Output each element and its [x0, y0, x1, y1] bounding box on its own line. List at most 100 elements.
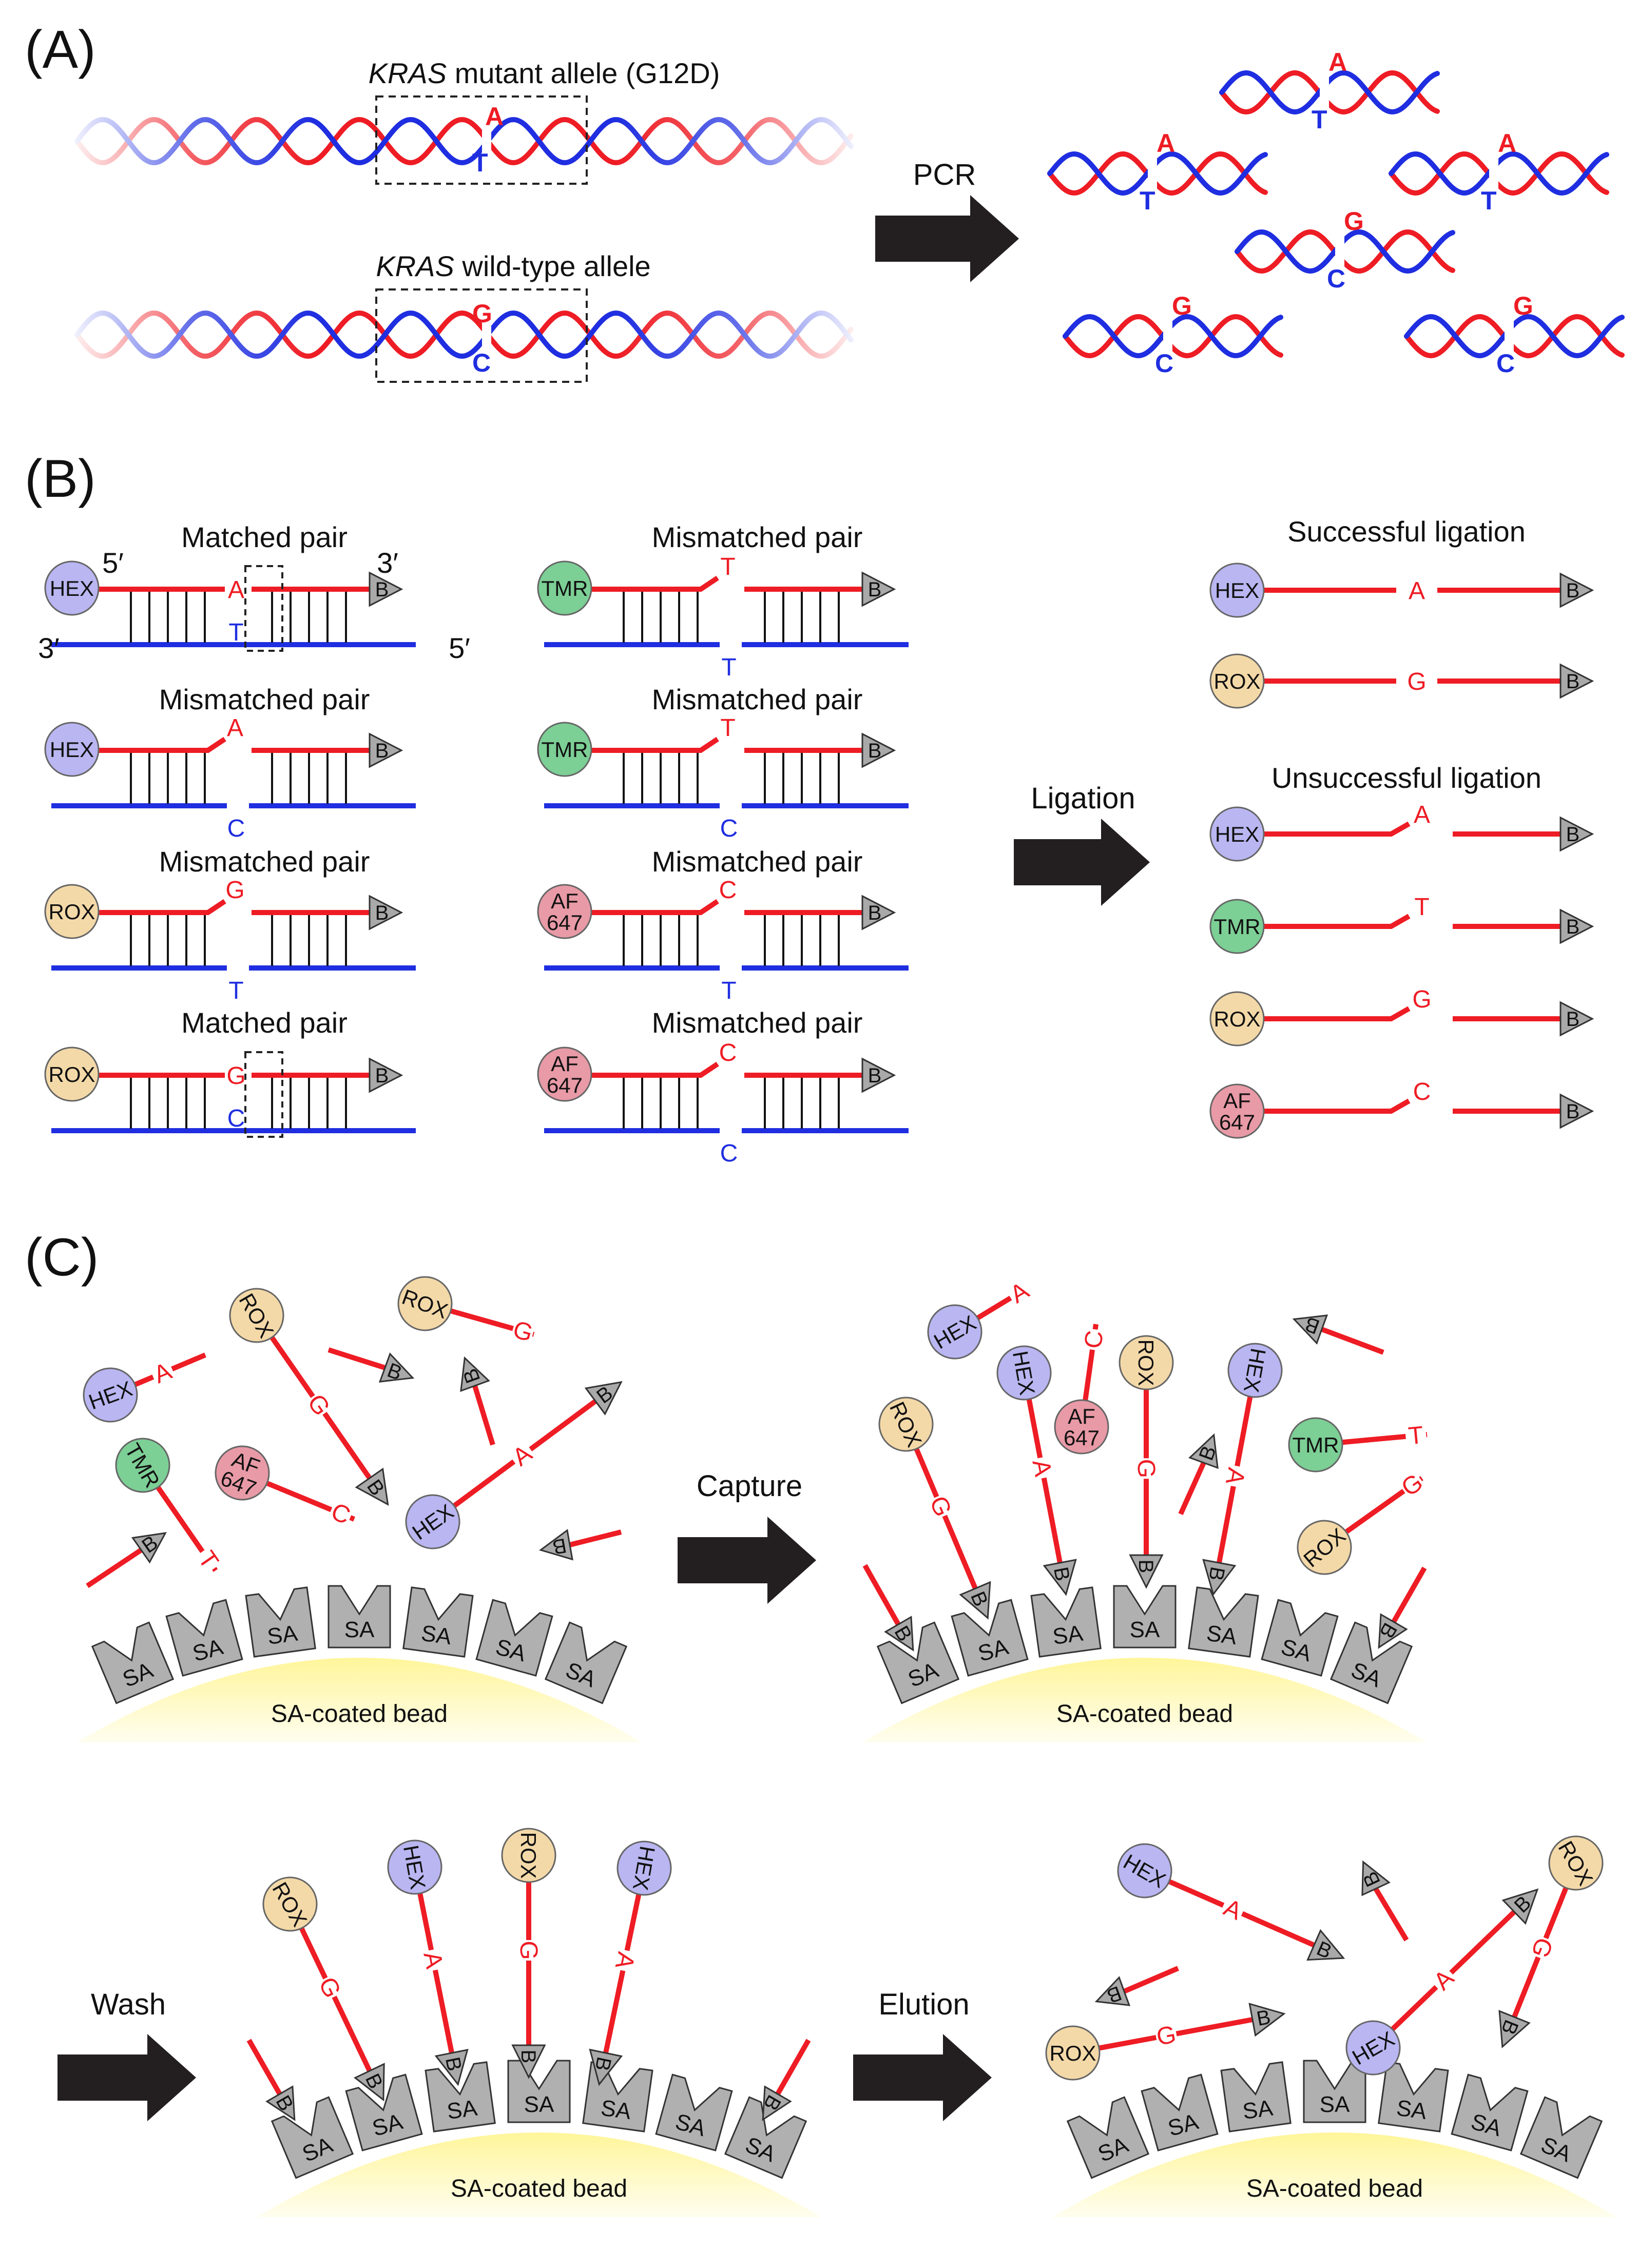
sa-shape [544, 1621, 628, 1704]
biotin-triangle [861, 732, 896, 768]
biotin-tag-icon: B [861, 895, 896, 931]
probe-strand [92, 736, 226, 753]
captured-biotin-fragment: B [862, 1564, 916, 1652]
hex-dye-icon: HEX [1227, 1343, 1283, 1398]
sa-shape [245, 1586, 316, 1658]
captured-biotin-fragment: B [1375, 1566, 1427, 1649]
biotin-triangle [959, 1581, 991, 1620]
five-prime-label: 5′ [449, 632, 470, 664]
probe-strand [775, 2039, 811, 2096]
dye-circle [262, 1876, 318, 1932]
biotin-triangle [1559, 1093, 1594, 1129]
probe-base: G [302, 1389, 335, 1421]
biotin-triangle [861, 571, 896, 607]
biotin-triangle [434, 2048, 469, 2086]
probe-strand [1178, 1461, 1206, 1516]
biotin-tag-icon: B [378, 1352, 415, 1385]
base-gap [1396, 1469, 1428, 1501]
biotin-tag-icon: B [131, 1532, 167, 1564]
probe-base: G [1407, 668, 1426, 695]
biotin-tag-icon: B [369, 732, 403, 768]
probe-base: C [327, 1498, 354, 1530]
probe-strand [1258, 1006, 1411, 1021]
streptavidin-block: SA [345, 2073, 423, 2151]
biotin-tag-icon: B [355, 1467, 389, 1506]
rox-dye-icon: ROX [1297, 1520, 1352, 1575]
sa-shape [1188, 1586, 1259, 1658]
biotin-triangle [762, 2085, 792, 2121]
captured-biotin-fragment: B [246, 2039, 298, 2121]
hex-dye-icon: HEX [44, 560, 100, 616]
biotin-triangle [861, 895, 896, 931]
template-base: C [227, 815, 245, 842]
biotin-tag-icon: B [1559, 572, 1594, 608]
rox-dye-icon: ROX [1209, 991, 1265, 1046]
matched-site-box [244, 565, 283, 652]
dye-label: HEX [50, 576, 94, 600]
dye-circle [537, 1046, 592, 1102]
short-helix [1219, 67, 1440, 118]
dye-circle [1117, 1843, 1172, 1898]
wildtype-allele-caption: KRAS wild-type allele [376, 250, 650, 282]
biotin-tag-icon: B [459, 1356, 490, 1392]
streptavidin-block: SA [655, 2073, 733, 2151]
probe-base: G [225, 877, 244, 904]
biotin-label: B [1566, 1008, 1580, 1031]
biotin-tag-icon: B [1043, 1559, 1077, 1596]
sa-shape [1329, 1621, 1413, 1704]
strand-nick [1505, 311, 1514, 362]
base-gap [1221, 1464, 1249, 1489]
biotin-tag-icon: B [1359, 1860, 1391, 1896]
helix-fade-right [616, 110, 857, 172]
dye-label: AF [551, 889, 579, 913]
probe-strand [569, 1529, 622, 1547]
streptavidin-block: SA [1303, 2060, 1366, 2123]
sa-label: SA [1205, 1620, 1238, 1650]
sa-coated-bead: SA-coated bead [257, 2133, 821, 2217]
sa-shape [91, 1621, 175, 1704]
biotin-label: B [1566, 916, 1580, 938]
free-biotin-fragment: B [1094, 1966, 1179, 2007]
bead-surface [257, 2133, 821, 2217]
product-top-base: A [1328, 48, 1347, 76]
biotin-triangle [1559, 816, 1594, 852]
pcr-product: GC [1235, 207, 1455, 293]
probe-strand [585, 1061, 719, 1078]
base-gap [1004, 1276, 1035, 1309]
strand-red [1404, 314, 1625, 359]
helix-fade-right [616, 304, 857, 365]
probe-base: G [510, 1316, 535, 1347]
probe-strand [1373, 1887, 1409, 1942]
biotin-tag-icon: B [265, 2085, 298, 2121]
pair-title: Mismatched pair [159, 683, 370, 715]
probe-base: G [1397, 1468, 1428, 1502]
dye-circle [44, 722, 100, 777]
strand-blue [1219, 70, 1440, 115]
strand-blue [1235, 229, 1455, 274]
biotin-tag-icon: B [354, 2063, 387, 2102]
sa-label: SA [344, 1617, 375, 1642]
sa-label: SA [1130, 1617, 1160, 1642]
biotin-tag-icon: B [1202, 1559, 1237, 1596]
probe-base: G [1526, 1934, 1558, 1962]
sa-coated-bead: SA-coated bead [1052, 2133, 1617, 2217]
helix-fade-left [72, 304, 313, 365]
product-top-base: G [1172, 292, 1192, 320]
free-biotin-fragment: B [1178, 1433, 1221, 1516]
biotin-triangle [1501, 1888, 1539, 1925]
ligation-product: G ROX [1297, 1468, 1428, 1575]
biotin-tag-icon: B [1497, 2010, 1531, 2049]
probe-strand [1258, 914, 1411, 929]
biotin-tag-icon: B [1129, 1554, 1164, 1589]
